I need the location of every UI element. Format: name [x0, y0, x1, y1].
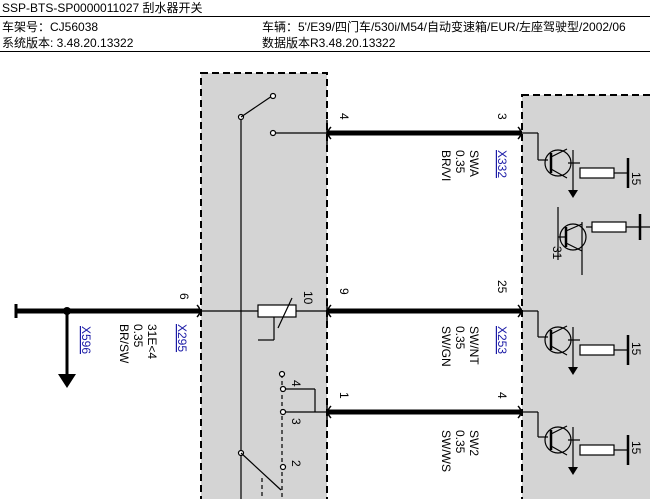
wire2-name: SW/NT: [467, 326, 481, 365]
supply-15-b: 15: [629, 342, 643, 356]
ground-31: 31: [550, 246, 564, 260]
supply-15-c: 15: [629, 441, 643, 455]
wire-left-size: 0.35: [131, 324, 145, 348]
switch-pin-10: 10: [301, 291, 315, 305]
wire1-name: SWA: [467, 150, 481, 177]
wire1-pin-left: 4: [337, 113, 351, 120]
wire2-color: SW/GN: [439, 326, 453, 367]
vehicle-info: 车辆：5'/E39/四门车/530i/M54/自动变速箱/EUR/左座驾驶型/2…: [262, 20, 626, 34]
wiring-diagram: X596 6 31E<4 0.35 BR/SW X295 10 4 3 2 4 …: [14, 72, 650, 499]
wire3-size: 0.35: [453, 430, 467, 454]
info-row-2: 系统版本: 3.48.20.13322 数据版本R3.48.20.13322: [0, 35, 650, 52]
diagram-labels: X596 6 31E<4 0.35 BR/SW X295 10 4 3 2 4 …: [79, 113, 643, 472]
switch-pin-3: 3: [289, 418, 303, 425]
switch-pin-2: 2: [289, 460, 303, 467]
wire2-pin-left: 9: [337, 288, 351, 295]
wire2-pin-right: 25: [495, 280, 509, 294]
x596-link[interactable]: X596: [79, 326, 93, 354]
module-internals: [522, 132, 650, 475]
data-version: 数据版本R3.48.20.13322: [262, 36, 396, 50]
info-row-1: 车架号：CJ56038 车辆：5'/E39/四门车/530i/M54/自动变速箱…: [0, 19, 650, 35]
wire3-pin-right: 4: [495, 392, 509, 399]
wire1-color: BR/VI: [439, 150, 453, 181]
system-version: 系统版本: 3.48.20.13322: [2, 36, 134, 50]
x253-link[interactable]: X253: [495, 326, 509, 354]
wire3-pin-left: 1: [337, 392, 351, 399]
switch-pin-4: 4: [289, 380, 303, 387]
wire2-size: 0.35: [453, 326, 467, 350]
wire1-pin-right: 3: [495, 113, 509, 120]
wire1-size: 0.35: [453, 150, 467, 174]
pin-6-label: 6: [177, 293, 191, 300]
page-title: SSP-BTS-SP0000011027 刮水器开关: [2, 1, 203, 15]
ground-wire-left: [14, 304, 200, 388]
control-module-box: [521, 94, 650, 499]
supply-15-a: 15: [629, 172, 643, 186]
chassis-number: 车架号：CJ56038: [2, 20, 99, 34]
wire3-color: SW/WS: [439, 430, 453, 472]
wire-left-color: BR/SW: [117, 324, 131, 364]
wiper-switch-box: [200, 72, 328, 499]
title-bar: SSP-BTS-SP0000011027 刮水器开关: [0, 0, 650, 17]
x332-link[interactable]: X332: [495, 150, 509, 178]
wire3-name: SW2: [467, 430, 481, 456]
x295-link[interactable]: X295: [175, 324, 189, 352]
connector-pins: [196, 120, 522, 424]
harness-wires: [327, 130, 522, 415]
switch-internals: [201, 92, 327, 499]
wire-left-signal: 31E<4: [145, 324, 159, 359]
